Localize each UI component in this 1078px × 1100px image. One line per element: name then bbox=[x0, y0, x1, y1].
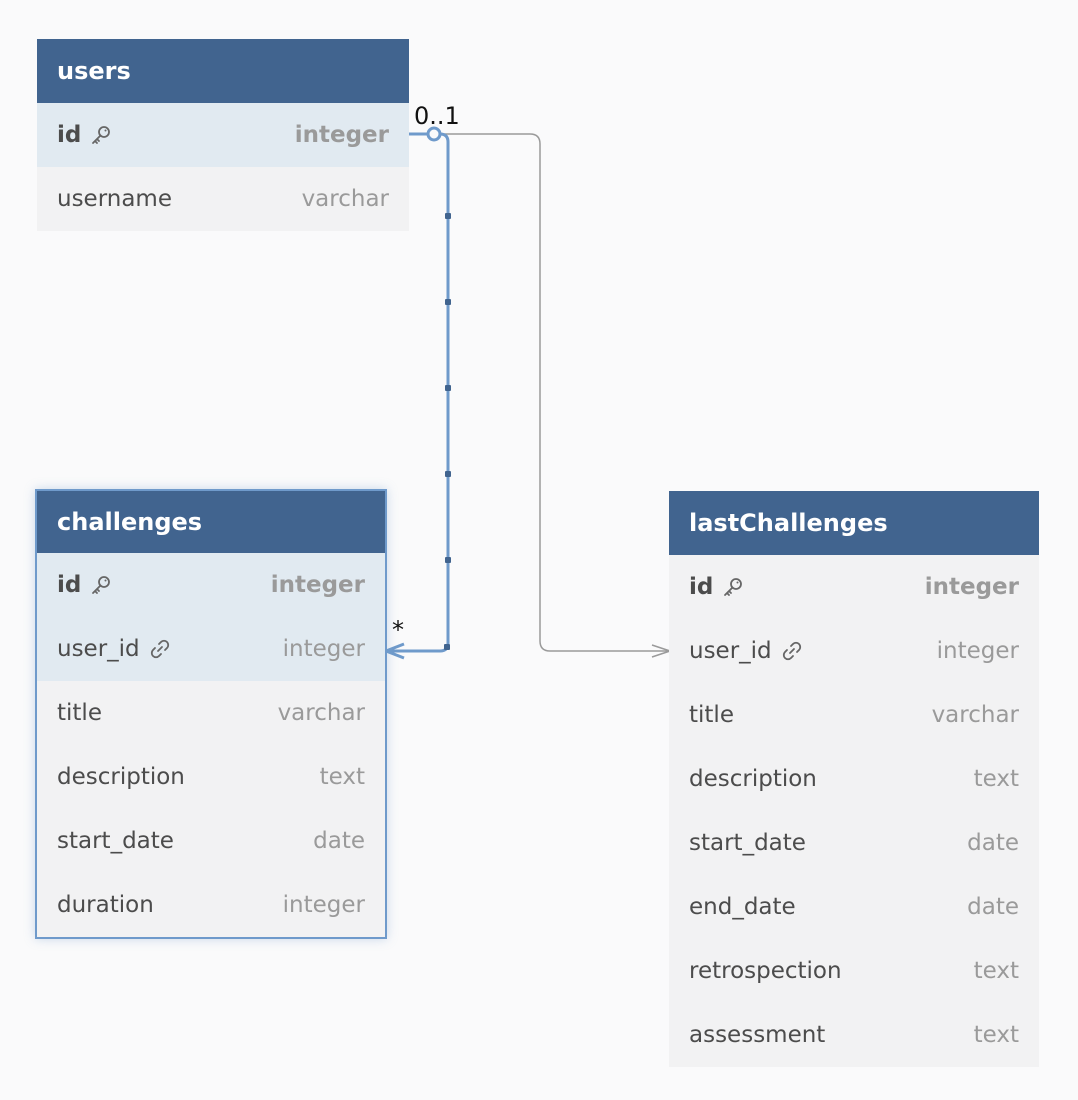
table-lastchallenges[interactable]: lastChallenges id integer user_id intege… bbox=[669, 491, 1039, 1067]
link-icon bbox=[148, 637, 172, 661]
field-type: text bbox=[973, 1022, 1019, 1048]
field-type: text bbox=[973, 958, 1019, 984]
field-name-cell: user_id bbox=[689, 638, 804, 664]
field-type: date bbox=[967, 894, 1019, 920]
field-name-cell: id bbox=[57, 122, 113, 148]
field-name: description bbox=[689, 766, 817, 792]
field-name: id bbox=[689, 574, 714, 600]
field-type: integer bbox=[270, 572, 365, 598]
field-name-cell: description bbox=[689, 766, 817, 792]
field-name-cell: user_id bbox=[57, 636, 172, 662]
field-type: date bbox=[313, 828, 365, 854]
field-type: integer bbox=[294, 122, 389, 148]
field-type: integer bbox=[936, 638, 1019, 664]
field-row-lastchallenges-assessment[interactable]: assessment text bbox=[669, 1003, 1039, 1067]
field-type: integer bbox=[282, 892, 365, 918]
field-name-cell: title bbox=[689, 702, 734, 728]
field-row-challenges-user-id[interactable]: user_id integer bbox=[37, 617, 385, 681]
key-icon bbox=[721, 575, 745, 599]
table-header-lastchallenges[interactable]: lastChallenges bbox=[669, 491, 1039, 555]
key-icon bbox=[89, 123, 113, 147]
field-name-cell: duration bbox=[57, 892, 154, 918]
field-name: assessment bbox=[689, 1022, 826, 1048]
field-row-lastchallenges-description[interactable]: description text bbox=[669, 747, 1039, 811]
field-name: duration bbox=[57, 892, 154, 918]
field-row-lastchallenges-retrospection[interactable]: retrospection text bbox=[669, 939, 1039, 1003]
field-name-cell: assessment bbox=[689, 1022, 825, 1048]
handle-dot[interactable] bbox=[445, 213, 451, 219]
field-name-cell: id bbox=[57, 572, 113, 598]
field-row-challenges-description[interactable]: description text bbox=[37, 745, 385, 809]
field-name-cell: start_date bbox=[689, 830, 806, 856]
field-name: description bbox=[57, 764, 185, 790]
field-name-cell: end_date bbox=[689, 894, 796, 920]
field-name-cell: title bbox=[57, 700, 102, 726]
cardinality-label-from: 0..1 bbox=[414, 102, 460, 130]
table-challenges[interactable]: challenges id integer user_id integer ti… bbox=[35, 489, 387, 939]
field-row-lastchallenges-id[interactable]: id integer bbox=[669, 555, 1039, 619]
field-name-cell: id bbox=[689, 574, 745, 600]
field-name: title bbox=[57, 700, 102, 726]
field-name-cell: description bbox=[57, 764, 185, 790]
key-icon bbox=[89, 573, 113, 597]
field-name: user_id bbox=[689, 638, 772, 664]
field-row-challenges-title[interactable]: title varchar bbox=[37, 681, 385, 745]
field-name: title bbox=[689, 702, 734, 728]
field-name: id bbox=[57, 122, 82, 148]
crows-foot-lastchallenges bbox=[651, 644, 671, 658]
field-row-lastchallenges-user-id[interactable]: user_id integer bbox=[669, 619, 1039, 683]
field-type: varchar bbox=[931, 702, 1019, 728]
cardinality-label-to: * bbox=[392, 616, 404, 644]
handle-dot[interactable] bbox=[444, 644, 450, 650]
field-name-cell: retrospection bbox=[689, 958, 842, 984]
field-name: retrospection bbox=[689, 958, 842, 984]
handle-dot[interactable] bbox=[445, 471, 451, 477]
link-icon bbox=[780, 639, 804, 663]
field-type: integer bbox=[282, 636, 365, 662]
field-type: varchar bbox=[277, 700, 365, 726]
field-row-lastchallenges-end-date[interactable]: end_date date bbox=[669, 875, 1039, 939]
field-type: integer bbox=[924, 574, 1019, 600]
field-type: date bbox=[967, 830, 1019, 856]
field-name: user_id bbox=[57, 636, 140, 662]
field-row-challenges-start-date[interactable]: start_date date bbox=[37, 809, 385, 873]
table-users[interactable]: users id integer username varchar bbox=[37, 39, 409, 231]
handle-dot[interactable] bbox=[445, 557, 451, 563]
table-header-challenges[interactable]: challenges bbox=[37, 491, 385, 553]
crows-foot-challenges bbox=[385, 642, 405, 660]
table-header-users[interactable]: users bbox=[37, 39, 409, 103]
field-type: varchar bbox=[301, 186, 389, 212]
field-name: username bbox=[57, 186, 172, 212]
path-handle-dots bbox=[444, 213, 451, 650]
field-name: start_date bbox=[689, 830, 806, 856]
field-type: text bbox=[973, 766, 1019, 792]
field-name: id bbox=[57, 572, 82, 598]
field-name: end_date bbox=[689, 894, 796, 920]
field-row-users-id[interactable]: id integer bbox=[37, 103, 409, 167]
field-row-challenges-id[interactable]: id integer bbox=[37, 553, 385, 617]
field-type: text bbox=[319, 764, 365, 790]
field-row-lastchallenges-start-date[interactable]: start_date date bbox=[669, 811, 1039, 875]
field-row-users-username[interactable]: username varchar bbox=[37, 167, 409, 231]
field-row-lastchallenges-title[interactable]: title varchar bbox=[669, 683, 1039, 747]
relation-line-users-lastchallenges[interactable] bbox=[440, 133, 670, 652]
field-name-cell: start_date bbox=[57, 828, 174, 854]
field-name-cell: username bbox=[57, 186, 172, 212]
field-name: start_date bbox=[57, 828, 174, 854]
field-row-challenges-duration[interactable]: duration integer bbox=[37, 873, 385, 937]
handle-dot[interactable] bbox=[445, 385, 451, 391]
handle-dot[interactable] bbox=[445, 299, 451, 305]
